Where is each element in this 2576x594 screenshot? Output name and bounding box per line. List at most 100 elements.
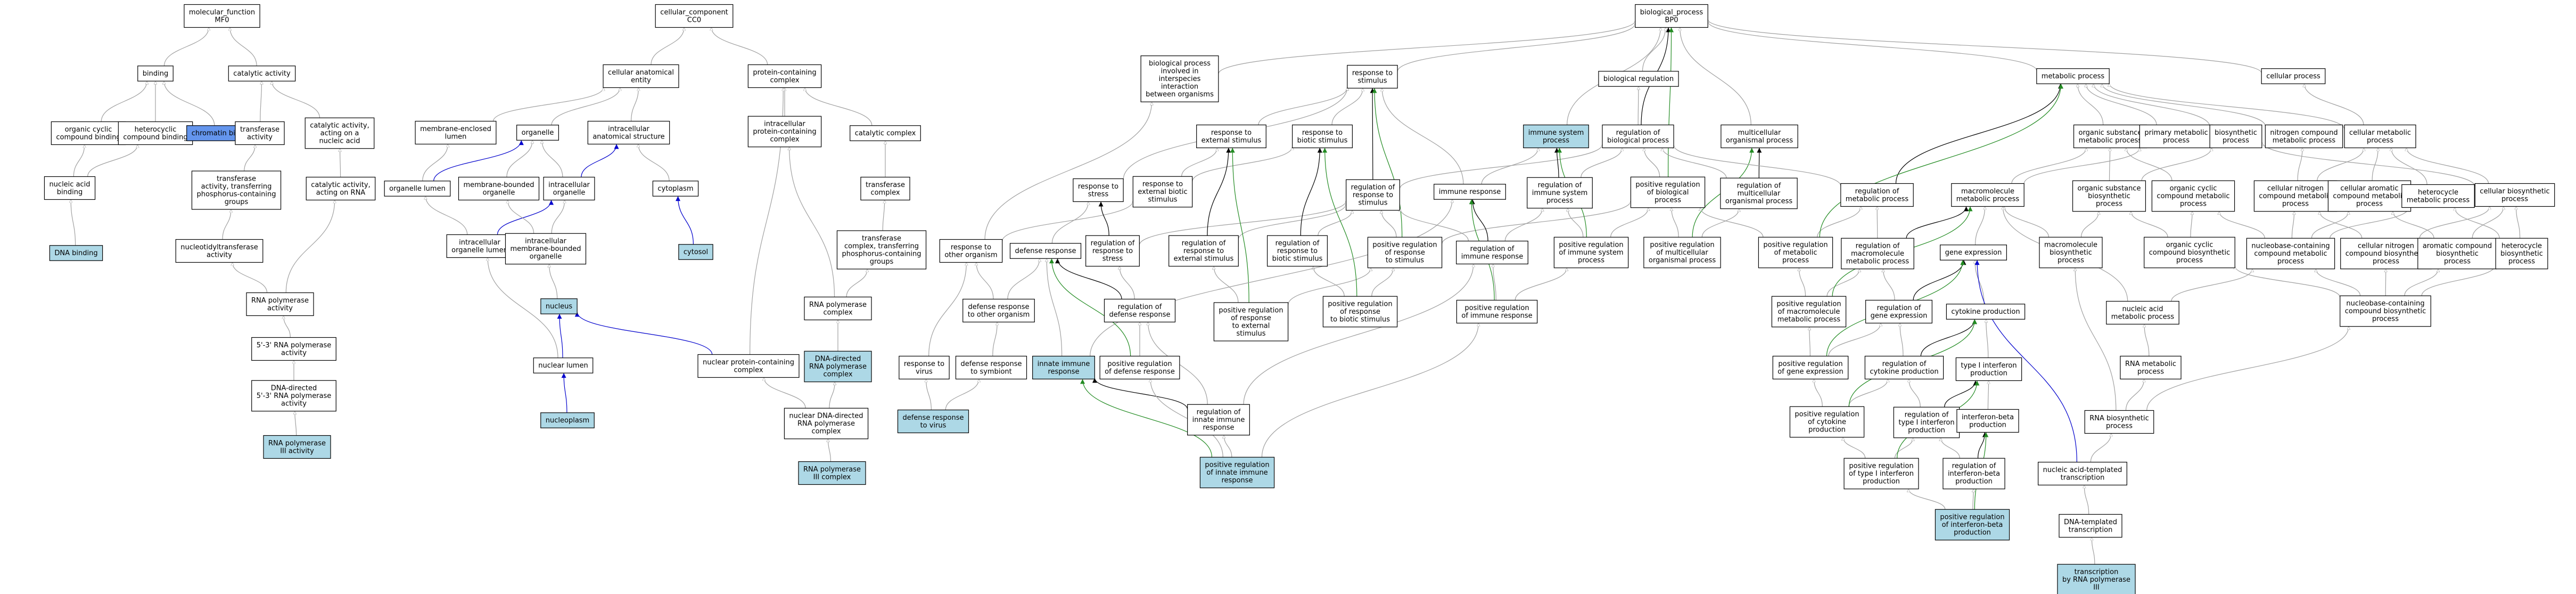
go-term-nucleus[interactable]: nucleus [540,298,578,314]
go-term-nucleoplasm[interactable]: nucleoplasm [540,412,595,428]
go-term-cytosol[interactable]: cytosol [678,244,713,260]
go-term-geneexp[interactable]: gene expression [1940,245,2007,261]
go-term-cyto[interactable]: cytoplasm [652,181,699,197]
go-term-organelle[interactable]: organelle [516,125,559,141]
go-term-defresp[interactable]: defense response [1009,243,1082,259]
go-term-catact[interactable]: catalytic activity [228,66,296,82]
go-term-catcx[interactable]: catalytic complex [850,125,921,141]
go-term-cellproc[interactable]: cellular process [2261,68,2326,84]
go-term-dnab[interactable]: DNA binding [49,245,103,261]
go-term-cataRNA2[interactable]: catalytic activity,acting on RNA [306,176,376,201]
go-term-cytoprod[interactable]: cytokine production [1946,304,2026,320]
go-term-imresp[interactable]: immune response [1434,184,1506,200]
go-term-nlumen[interactable]: nuclear lumen [533,357,594,373]
go-term-orglumen[interactable]: organelle lumen [384,181,451,197]
